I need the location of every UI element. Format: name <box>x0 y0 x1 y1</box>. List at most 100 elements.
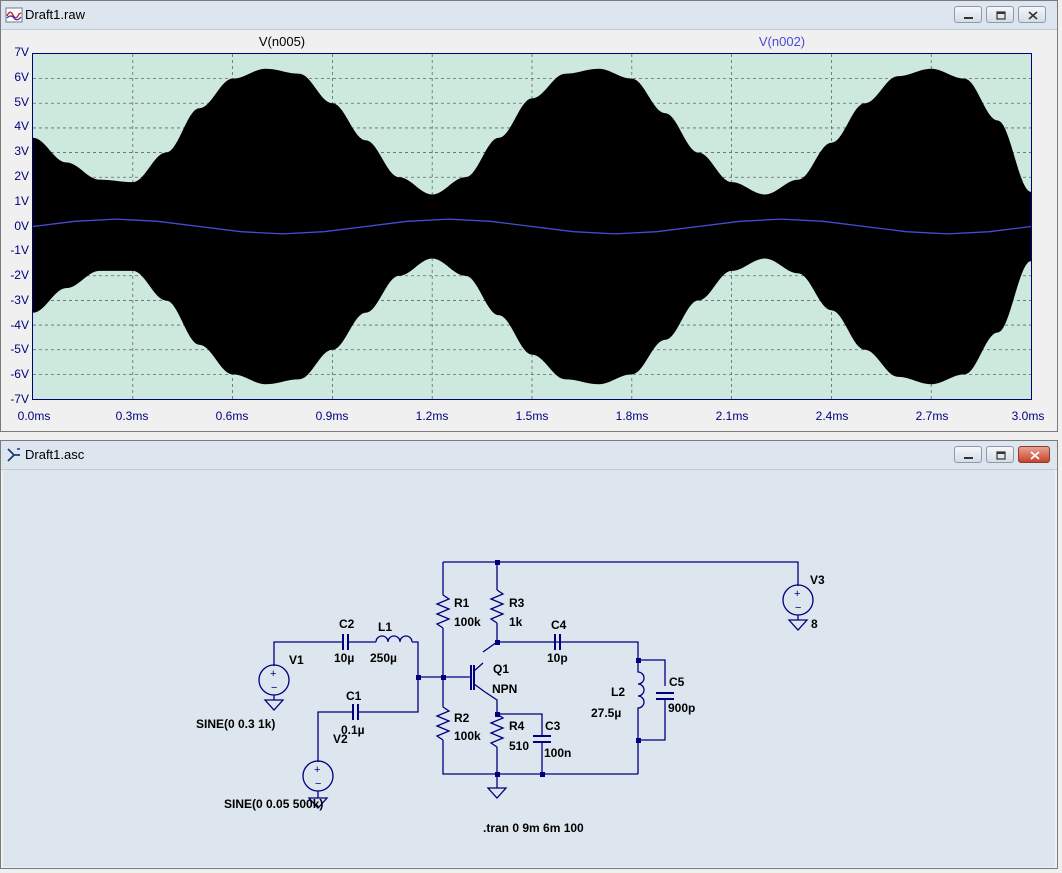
close-button[interactable] <box>1018 446 1050 463</box>
junction-dot <box>416 675 421 680</box>
c2-name: C2 <box>339 617 355 631</box>
transistor-q1-base <box>470 665 475 690</box>
y-tick-label: 2V <box>14 168 29 183</box>
y-tick-label: -3V <box>10 292 29 307</box>
v1-value: SINE(0 0.3 1k) <box>196 717 276 731</box>
l2-value: 27.5µ <box>591 706 622 720</box>
y-tick-label: 7V <box>14 45 29 59</box>
junction-dot <box>636 738 641 743</box>
c3-name: C3 <box>545 719 561 733</box>
junction-dot <box>495 772 500 777</box>
junction-dot <box>540 772 545 777</box>
schematic-titlebar[interactable]: Draft1.asc <box>1 441 1057 470</box>
x-tick-label: 2.7ms <box>915 409 949 423</box>
resistor-r3 <box>489 589 505 624</box>
x-tick-label: 0.3ms <box>115 409 149 423</box>
junction-dot <box>495 560 500 565</box>
q1-name: Q1 <box>493 662 510 676</box>
x-tick-label: 3.0ms <box>1011 409 1045 423</box>
trace-label-vn002[interactable]: V(n002) <box>758 34 806 49</box>
restore-button[interactable] <box>986 446 1014 463</box>
transistor-q1-leads <box>473 662 486 693</box>
c5-name: C5 <box>669 675 685 689</box>
resistor-r4 <box>489 713 505 748</box>
c4-name: C4 <box>551 618 567 632</box>
restore-icon <box>996 451 1006 460</box>
minimize-button[interactable] <box>954 446 982 463</box>
wire-top-rail <box>443 561 799 586</box>
r3-name: R3 <box>509 596 525 610</box>
v3-name: V3 <box>810 573 825 587</box>
ground-symbol <box>486 787 508 799</box>
wire-tank-top <box>638 659 666 686</box>
ground-symbol <box>787 619 809 631</box>
y-tick-label: 6V <box>14 69 29 84</box>
schematic-window: Draft1.asc <box>0 440 1058 869</box>
capacitor-c5 <box>656 692 674 700</box>
c3-value: 100n <box>544 746 572 760</box>
wire-c3-top <box>497 713 543 736</box>
minus-glyph: − <box>315 778 321 790</box>
l2-name: L2 <box>611 685 626 699</box>
l1-value: 250µ <box>370 651 397 665</box>
schematic-app-icon <box>7 448 20 462</box>
resistor-r1 <box>435 594 451 629</box>
wire-collector <box>482 623 498 653</box>
x-tick-label: 1.5ms <box>515 409 549 423</box>
restore-icon <box>996 11 1006 20</box>
v1-name: V1 <box>289 653 304 667</box>
wire-v2-top <box>317 711 353 762</box>
r1-name: R1 <box>454 596 470 610</box>
resistor-r2 <box>435 706 451 741</box>
waveform-window-title: Draft1.raw <box>25 7 85 22</box>
restore-button[interactable] <box>986 6 1014 23</box>
wire-bottom-rail <box>442 740 638 775</box>
v2-value: SINE(0 0.05 500k) <box>224 797 324 811</box>
y-tick-label: 3V <box>14 144 29 159</box>
trace-label-vn005[interactable]: V(n005) <box>258 34 306 49</box>
y-tick-label: -6V <box>10 367 29 382</box>
minimize-button[interactable] <box>954 6 982 23</box>
y-tick-label: -1V <box>10 243 29 258</box>
spice-directive[interactable]: .tran 0 9m 6m 100 <box>483 821 584 835</box>
c5-value: 900p <box>668 701 696 715</box>
x-tick-label: 1.8ms <box>615 409 649 423</box>
wire-tank-bottom <box>637 699 666 774</box>
y-tick-label: 4V <box>14 119 29 134</box>
minimize-icon <box>964 457 973 459</box>
schematic-window-title: Draft1.asc <box>25 447 85 462</box>
junction-dot <box>495 712 500 717</box>
x-tick-label: 0.6ms <box>215 409 249 423</box>
plus-glyph: + <box>794 588 800 600</box>
y-tick-label: -7V <box>10 392 29 406</box>
schematic-canvas[interactable]: + − + − + − R1 100k R3 1 <box>3 470 1055 867</box>
wire-emitter <box>484 691 498 714</box>
r1-value: 100k <box>454 615 481 629</box>
x-tick-label: 1.2ms <box>415 409 449 423</box>
y-tick-label: -5V <box>10 342 29 357</box>
plot-canvas <box>32 54 1032 399</box>
y-tick-label: -4V <box>10 317 29 332</box>
capacitor-c2 <box>342 634 349 650</box>
x-tick-label: 0.9ms <box>315 409 349 423</box>
l1-name: L1 <box>378 620 393 634</box>
waveform-titlebar[interactable]: Draft1.raw <box>1 1 1057 30</box>
close-button[interactable] <box>1018 6 1046 23</box>
y-tick-label: -2V <box>10 268 29 283</box>
minus-glyph: − <box>795 602 801 614</box>
r4-value: 510 <box>509 739 530 753</box>
q1-model: NPN <box>492 682 518 696</box>
y-tick-label: 0V <box>14 218 29 233</box>
wire-l1-base <box>412 641 443 678</box>
v2-name: V2 <box>333 732 348 746</box>
wire-v1-top <box>273 641 343 666</box>
plot-area[interactable] <box>32 53 1032 400</box>
r2-name: R2 <box>454 711 470 725</box>
inductor-l2 <box>637 660 645 740</box>
c1-name: C1 <box>346 689 362 703</box>
wire-c1-base <box>358 677 419 713</box>
junction-dot <box>441 675 446 680</box>
v3-value: 8 <box>811 617 818 631</box>
inductor-l1 <box>375 635 413 643</box>
